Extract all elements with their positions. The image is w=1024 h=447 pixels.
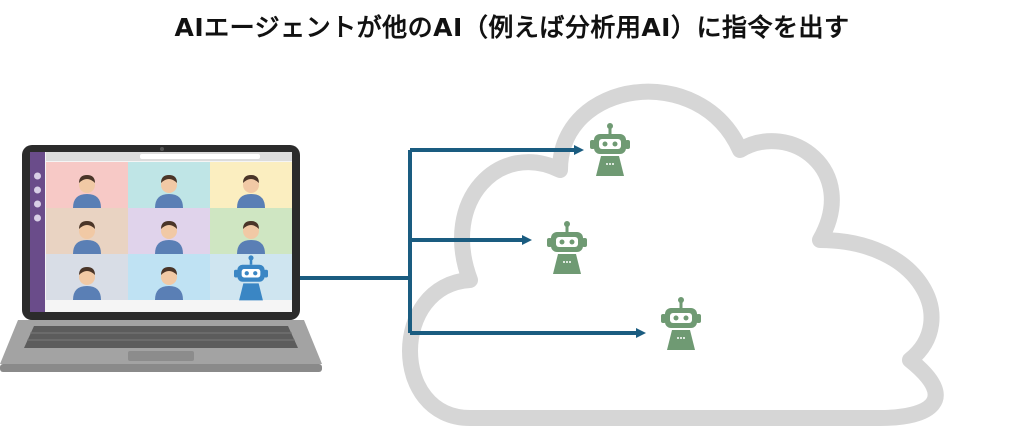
app-sidebar	[30, 152, 45, 312]
cloud-icon	[402, 83, 944, 426]
video-call-grid	[46, 162, 292, 301]
command-arrows	[300, 145, 646, 338]
diagram-title: AIエージェントが他のAI（例えば分析用AI）に指令を出す	[174, 13, 850, 42]
ai-agent-robot-icon	[234, 255, 268, 301]
laptop-icon	[0, 145, 322, 372]
